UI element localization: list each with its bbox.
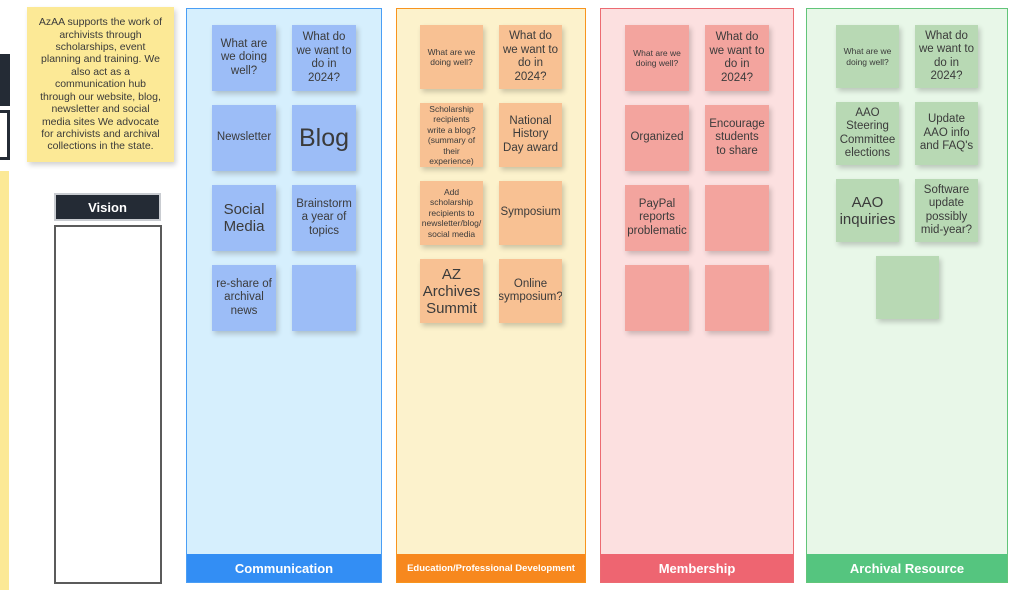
sticky-note-text: What do we want to do in 2024?	[503, 30, 558, 83]
vision-body-box[interactable]	[54, 225, 162, 584]
sticky-note-text	[320, 296, 328, 300]
vision-header-label: Vision	[88, 199, 127, 215]
swimlane-archival-resource: What are we doing well? What do we want t…	[806, 8, 1008, 583]
swimlane-footer-label: Communication	[234, 560, 334, 576]
sticky-note[interactable]: Online symposium?	[499, 259, 562, 323]
note-grid-archival-resource: What are we doing well? What do we want t…	[807, 9, 1007, 333]
note-grid-education-professional-development: What are we doing well? What do we want t…	[397, 9, 585, 337]
sticky-note-text: Scholarship recipients write a blog? (su…	[427, 103, 476, 167]
swimlane-footer-label: Archival Resource	[849, 560, 965, 576]
sticky-note[interactable]: PayPal reports problematic	[625, 185, 689, 251]
sticky-note[interactable]: What are we doing well?	[625, 25, 689, 91]
sticky-note[interactable]: Add scholarship recipients to newsletter…	[420, 181, 483, 245]
sticky-note[interactable]: Software update possibly mid-year?	[915, 179, 978, 242]
swimlane-membership: What are we doing well? What do we want t…	[600, 8, 794, 583]
sticky-note-text: re-share of archival news	[216, 277, 272, 317]
sticky-note-empty[interactable]	[625, 265, 689, 331]
sticky-note-text: What are we doing well?	[427, 46, 476, 68]
sticky-note-text: Newsletter	[216, 131, 272, 144]
sticky-note[interactable]: What are we doing well?	[212, 25, 276, 91]
sticky-note[interactable]: Organized	[625, 105, 689, 171]
sticky-note-text: AAO inquiries	[839, 193, 896, 228]
swimlane-education-professional-development: What are we doing well? What do we want t…	[396, 8, 586, 583]
swimlane-footer-education-professional-development[interactable]: Education/Professional Development	[397, 554, 585, 582]
sticky-note-text: AAO Steering Committee elections	[839, 106, 896, 160]
note-grid-membership: What are we doing well? What do we want t…	[601, 9, 793, 345]
sticky-note-text	[653, 296, 661, 300]
sticky-note-text: PayPal reports problematic	[627, 197, 687, 237]
sticky-note-empty[interactable]	[292, 265, 356, 331]
sticky-note[interactable]: National History Day award	[499, 103, 562, 167]
sticky-note-text	[903, 286, 911, 290]
sticky-note-text: Add scholarship recipients to newsletter…	[421, 186, 482, 239]
sticky-note-text: Update AAO info and FAQ's	[919, 113, 974, 153]
swimlane-footer-label: Education/Professional Development	[407, 562, 575, 574]
sticky-note[interactable]: Brainstorm a year of topics	[292, 185, 356, 251]
offscreen-sticky-note-strip	[0, 171, 9, 590]
sticky-note[interactable]: What do we want to do in 2024?	[915, 25, 978, 88]
sticky-note[interactable]: What are we doing well?	[420, 25, 483, 89]
offscreen-section-header	[0, 54, 10, 106]
sticky-note-text	[733, 296, 741, 300]
sticky-note-text: What do we want to do in 2024?	[296, 31, 352, 84]
sticky-note[interactable]: Blog	[292, 105, 356, 171]
sticky-note-empty[interactable]	[705, 185, 769, 251]
sticky-note-empty[interactable]	[875, 256, 939, 319]
sticky-note[interactable]: AAO Steering Committee elections	[836, 102, 899, 165]
offscreen-section-body	[0, 110, 10, 160]
sticky-note-text: What are we doing well?	[220, 37, 268, 77]
sticky-note-text: What do we want to do in 2024?	[709, 31, 765, 84]
sticky-note-text: Online symposium?	[499, 277, 562, 304]
note-grid-communication: What are we doing well? What do we want t…	[187, 9, 381, 345]
sticky-note-text: National History Day award	[503, 114, 558, 154]
swimlane-communication: What are we doing well? What do we want t…	[186, 8, 382, 583]
mission-statement-note[interactable]: AzAA supports the work of archivists thr…	[27, 7, 174, 162]
sticky-note[interactable]: re-share of archival news	[212, 265, 276, 331]
swimlane-footer-membership[interactable]: Membership	[601, 554, 793, 582]
sticky-note[interactable]: What do we want to do in 2024?	[705, 25, 769, 91]
sticky-note-text: Encourage students to share	[709, 117, 765, 157]
swimlane-footer-communication[interactable]: Communication	[187, 554, 381, 582]
vision-header: Vision	[54, 193, 161, 221]
sticky-note-text: What are we doing well?	[843, 46, 892, 67]
sticky-note-text: Blog	[298, 123, 350, 152]
mission-statement-text: AzAA supports the work of archivists thr…	[38, 16, 163, 153]
sticky-note[interactable]: Symposium	[499, 181, 562, 245]
sticky-note-text: What are we doing well?	[633, 47, 681, 69]
sticky-note-text: Brainstorm a year of topics	[296, 197, 352, 237]
sticky-note-text: AZ Archives Summit	[422, 265, 481, 317]
sticky-note[interactable]: Encourage students to share	[705, 105, 769, 171]
sticky-note[interactable]: AAO inquiries	[836, 179, 899, 242]
sticky-note-text: Organized	[630, 131, 684, 144]
sticky-note-text	[733, 216, 741, 220]
sticky-note[interactable]: Scholarship recipients write a blog? (su…	[420, 103, 483, 167]
sticky-note[interactable]: What do we want to do in 2024?	[499, 25, 562, 89]
sticky-note-empty[interactable]	[705, 265, 769, 331]
swimlane-footer-archival-resource[interactable]: Archival Resource	[807, 554, 1007, 582]
swimlane-footer-label: Membership	[658, 560, 736, 576]
sticky-note-text: Software update possibly mid-year?	[920, 183, 973, 237]
sticky-note[interactable]: Update AAO info and FAQ's	[915, 102, 978, 165]
sticky-note[interactable]: Social Media	[212, 185, 276, 251]
sticky-note[interactable]: What do we want to do in 2024?	[292, 25, 356, 91]
sticky-note-text: Social Media	[223, 201, 265, 235]
sticky-note[interactable]: What are we doing well?	[836, 25, 899, 88]
sticky-note[interactable]: AZ Archives Summit	[420, 259, 483, 323]
sticky-note-text: What do we want to do in 2024?	[919, 29, 974, 83]
sticky-note[interactable]: Newsletter	[212, 105, 276, 171]
sticky-note-text: Symposium	[500, 206, 561, 219]
